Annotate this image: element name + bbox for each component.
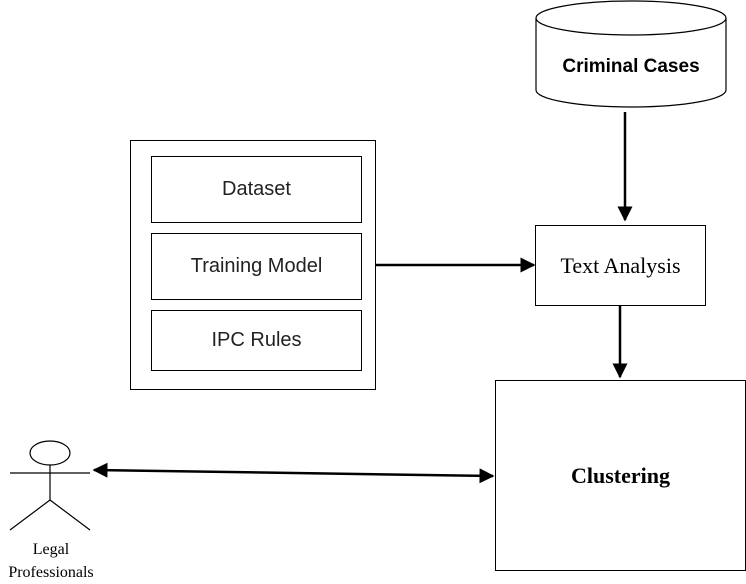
dataset-label: Dataset (222, 178, 291, 200)
actor-label-line1: Legal (32, 541, 70, 558)
training-model-label: Training Model (190, 255, 323, 277)
text-analysis-box: Text Analysis (535, 225, 706, 306)
text-analysis-label: Text Analysis (560, 252, 681, 278)
criminal-cases-database (535, 0, 727, 108)
criminal-cases-label: Criminal Cases (562, 56, 700, 77)
dataset-box: Dataset (151, 156, 362, 223)
clustering-box: Clustering (495, 380, 746, 571)
actor-label: Legal Professionals (0, 538, 102, 584)
ipc-rules-label: IPC Rules (211, 329, 302, 351)
actor-label-line2: Professionals (8, 564, 94, 581)
clustering-label: Clustering (571, 462, 670, 488)
legal-professionals-actor (9, 440, 91, 531)
arrow-actor-clustering (92, 462, 495, 484)
training-model-box: Training Model (151, 233, 362, 300)
ipc-rules-box: IPC Rules (151, 310, 362, 371)
